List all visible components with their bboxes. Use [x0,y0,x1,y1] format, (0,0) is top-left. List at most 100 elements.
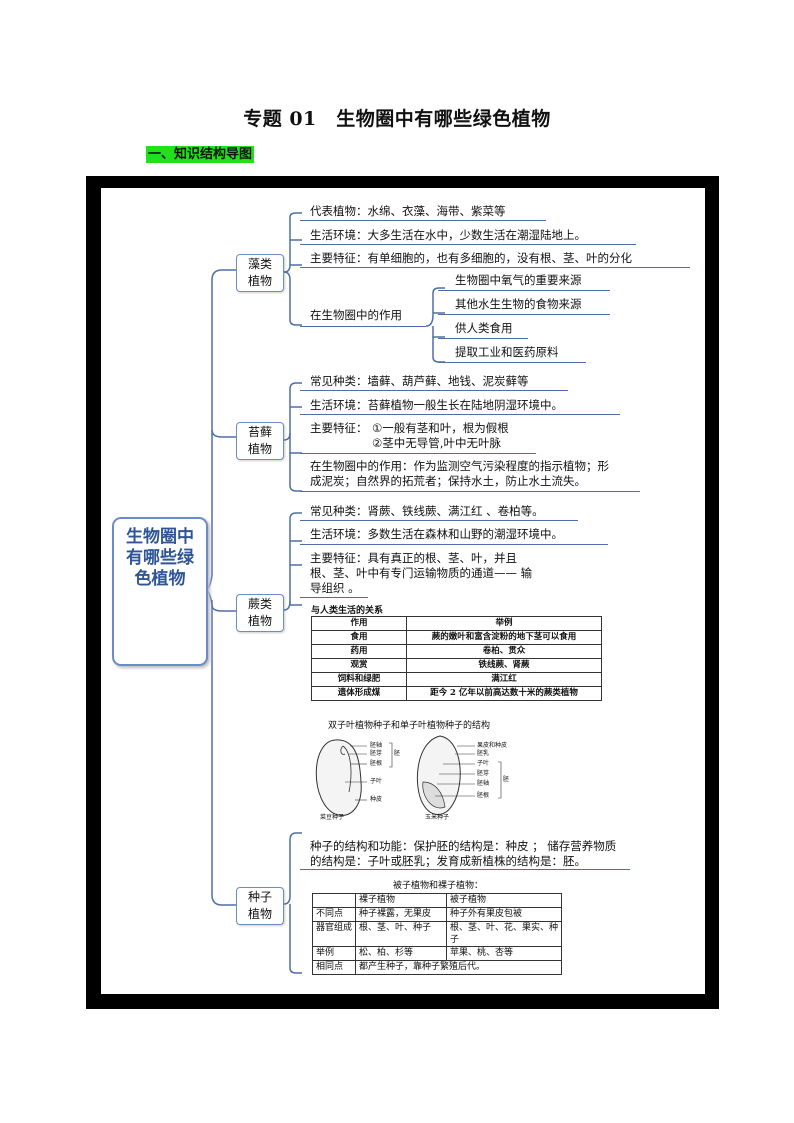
underline [300,390,568,391]
table-header-cell: 举例 [406,616,602,631]
category-moss-label: 苔藓植物 [248,425,273,456]
seed-structure-line-1: 种子的结构和功能：保护胚的结构是：种皮 ； 储存营养物质 [310,839,617,853]
corn-embryo-label: 胚 [503,776,510,783]
corn-label-5: 胚轴 [477,780,490,787]
moss-role-line-2: 成泥炭；自然界的拓荒者；保持水土，防止水土流失。 [310,474,586,488]
fern-connectors [283,512,302,611]
underline [300,491,640,492]
corn-label-4: 胚芽 [477,770,490,777]
corn-seed-drawing [416,735,502,815]
seed-table-caption: 被子植物和裸子植物： [393,881,484,891]
underline [300,326,426,327]
algae-features: 主要特征：有单细胞的，也有多细胞的，没有根、茎、叶的分化 [310,251,632,265]
table-header-row: 作用 举例 [311,616,602,631]
bean-label-3: 胚根 [370,760,383,767]
table-cell: 蕨的嫩叶和富含淀粉的地下茎可以食用 [406,630,602,645]
category-moss: 苔藓植物 [236,422,284,460]
category-fern: 蕨类植物 [236,594,284,632]
moss-connectors [283,382,302,492]
table-cell: 种子裸露，无果皮 [355,907,447,922]
moss-feature-1: ①一般有茎和叶，根为假根 [372,421,509,435]
table-cell: 卷柏、贯众 [406,644,602,659]
category-seed-plants: 种子植物 [236,887,284,925]
underline [300,267,690,268]
table-row: 不同点种子裸露，无果皮种子外有果皮包被 [312,907,562,922]
underline [300,597,368,598]
underline [438,362,586,363]
corn-label-3: 子叶 [477,760,490,767]
page-title: 专题 01 生物圈中有哪些绿色植物 [243,108,551,130]
corn-seed-name: 玉米种子 [425,814,450,821]
table-cell: 食用 [311,630,407,645]
table-cell: 苹果、桃、杏等 [446,946,562,961]
algae-role-3: 供人类食用 [455,321,513,335]
table-cell: 饲料和绿肥 [311,672,407,687]
moss-feature-2: ②茎中无导管,叶中无叶脉 [372,436,501,450]
table-cell: 铁线蕨、肾蕨 [406,658,602,673]
algae-role-2: 其他水生生物的食物来源 [455,297,582,311]
category-seed-label: 种子植物 [248,890,273,921]
section-heading: 一、知识结构导图 [146,146,255,163]
root-node [112,517,208,666]
bean-label-4: 子叶 [370,778,383,785]
root-label: 生物圈中有哪些绿色植物 [126,527,194,589]
table-cell: 药用 [311,644,407,659]
seed-connectors [283,832,302,974]
fern-feature-2: 根、茎、叶中有专门运输物质的通道—— 输 [310,566,533,580]
seed-structure-line-2: 的结构是：子叶或胚乳；发育成新植株的结构是：胚。 [310,854,586,868]
algae-representatives: 代表植物：水绵、衣藻、海带、紫菜等 [310,204,506,218]
algae-connectors [283,212,302,326]
table-row: 食用蕨的嫩叶和富含淀粉的地下茎可以食用 [311,630,602,645]
table-cell: 松、柏、杉等 [355,946,447,961]
fern-table-caption: 与人类生活的关系 [311,606,384,616]
table-header-cell: 裸子植物 [355,893,447,908]
table-cell: 都产生种子，靠种子繁殖后代。 [355,960,562,975]
table-cell: 器官组成 [312,921,356,947]
moss-common-species: 常见种类：墙藓、葫芦藓、地钱、泥炭藓等 [310,374,529,388]
table-cell: 种子外有果皮包被 [446,907,562,922]
corn-label-1: 果皮和种皮 [477,742,508,749]
algae-role-connectors [425,287,445,363]
fern-environment: 生活环境：多数生活在森林和山野的潮湿环境中。 [310,527,563,541]
table-cell: 根、茎、叶、花、果实、种子 [446,921,562,947]
table-cell: 满江红 [406,672,602,687]
table-cell: 距今 2 亿年以前高达数十米的蕨类植物 [406,686,602,701]
algae-role-title: 在生物圈中的作用 [310,308,402,322]
bean-label-1: 胚轴 [370,742,383,749]
underline [300,220,546,221]
underline [438,338,528,339]
fern-common-species: 常见种类：肾蕨、铁线蕨、满江红 、卷柏等。 [310,504,544,518]
fern-feature-3: 导组织 。 [310,581,360,595]
underline [300,414,620,415]
moss-environment: 生活环境：苔藓植物一般生长在陆地阴湿环境中。 [310,398,563,412]
underline [438,314,610,315]
table-cell: 观赏 [311,658,407,673]
bean-label-5: 种皮 [370,796,383,803]
table-cell: 举例 [312,946,356,961]
corn-label-6: 胚根 [477,792,490,799]
fern-feature-1: 主要特征：具有真正的根、茎、叶，并且 [310,551,517,565]
underline [438,290,610,291]
moss-feature-label: 主要特征： [310,421,368,435]
underline [300,453,536,454]
table-cell: 遗体形成煤 [311,686,407,701]
moss-role-line-1: 在生物圈中的作用：作为监测空气污染程度的指示植物；形 [310,459,609,473]
bean-seed-name: 菜豆种子 [320,814,345,821]
table-header-cell: 被子植物 [446,893,562,908]
table-cell: 不同点 [312,907,356,922]
table-header-cell [312,893,356,908]
table-row: 饲料和绿肥满江红 [311,672,602,687]
table-row: 观赏铁线蕨、肾蕨 [311,658,602,673]
bean-label-2: 胚芽 [370,750,383,757]
underline [300,520,578,521]
table-header-cell: 作用 [311,616,407,631]
fern-uses-table: 作用 举例 食用蕨的嫩叶和富含淀粉的地下茎可以食用 药用卷柏、贯众 观赏铁线蕨、… [311,616,602,701]
category-algae-label: 藻类植物 [248,257,273,288]
underline [300,544,608,545]
bean-embryo-label: 胚 [394,750,401,757]
category-algae: 藻类植物 [236,254,284,292]
table-cell: 根、茎、叶、种子 [355,921,447,947]
bean-seed-drawing [315,739,393,816]
table-row: 举例松、柏、杉等苹果、桃、杏等 [312,946,562,961]
corn-label-2: 胚乳 [477,750,490,757]
